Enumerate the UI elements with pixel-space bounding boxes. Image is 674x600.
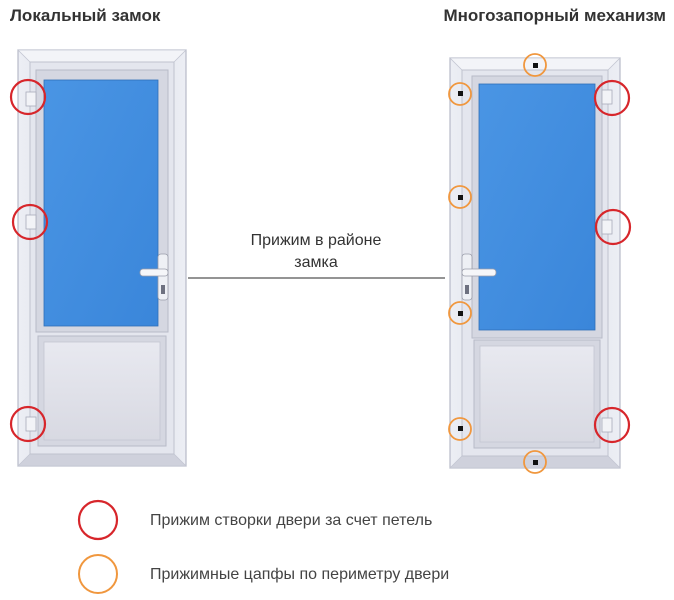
right-door-title: Многозапорный механизм <box>443 6 666 25</box>
pin-dot-left-3 <box>458 311 463 316</box>
hinge-marker-right-top <box>593 79 631 117</box>
lock-pressure-label: Прижим в районе замка <box>196 230 436 274</box>
hinge-marker-right-bottom <box>593 406 631 444</box>
pin-marker-bottom <box>523 450 547 474</box>
pin-marker-left-1 <box>448 82 472 106</box>
pin-marker-left-2 <box>448 185 472 209</box>
right-hinge-bottom <box>601 417 613 433</box>
right-door <box>449 57 621 469</box>
left-door-frame-top-bevel <box>17 49 187 63</box>
pin-marker-left-3 <box>448 301 472 325</box>
lock-pressure-label-line1: Прижим в районе <box>250 232 382 249</box>
left-door-frame-bottom-bevel <box>17 453 187 467</box>
right-door-glass <box>478 83 596 331</box>
hinge-markers <box>9 78 632 444</box>
hinge-marker-right-middle <box>594 208 632 246</box>
legend-pin-text: Прижимные цапфы по периметру двери <box>150 566 450 583</box>
left-door-panel <box>43 341 161 441</box>
pin-markers <box>448 53 547 474</box>
legend-hinge-text: Прижим створки двери за счет петель <box>150 512 433 529</box>
hinge-marker-left-bottom <box>9 405 47 443</box>
hinge-marker-left-middle <box>11 203 49 241</box>
pin-dot-top <box>533 63 538 68</box>
legend-orange-circle-icon <box>78 554 118 594</box>
left-hinge-top <box>25 91 37 107</box>
left-door-glass <box>43 79 159 327</box>
right-door-handle <box>461 253 497 301</box>
pin-dot-left-2 <box>458 195 463 200</box>
pin-dot-left-1 <box>458 91 463 96</box>
lock-pressure-label-line2: замка <box>294 254 338 271</box>
pin-dot-left-4 <box>458 426 463 431</box>
right-hinge-top <box>601 89 613 105</box>
right-door-panel <box>479 345 595 443</box>
pin-dot-bottom <box>533 460 538 465</box>
left-door <box>17 49 187 467</box>
left-hinge-middle <box>25 214 37 230</box>
right-hinge-middle <box>601 219 613 235</box>
pin-marker-left-4 <box>448 417 472 441</box>
hinge-marker-left-top <box>9 78 47 116</box>
left-door-handle <box>139 253 169 301</box>
legend-red-circle-icon <box>77 499 119 541</box>
left-door-title: Локальный замок <box>10 6 161 25</box>
left-hinge-bottom <box>25 416 37 432</box>
pin-marker-top <box>523 53 547 77</box>
